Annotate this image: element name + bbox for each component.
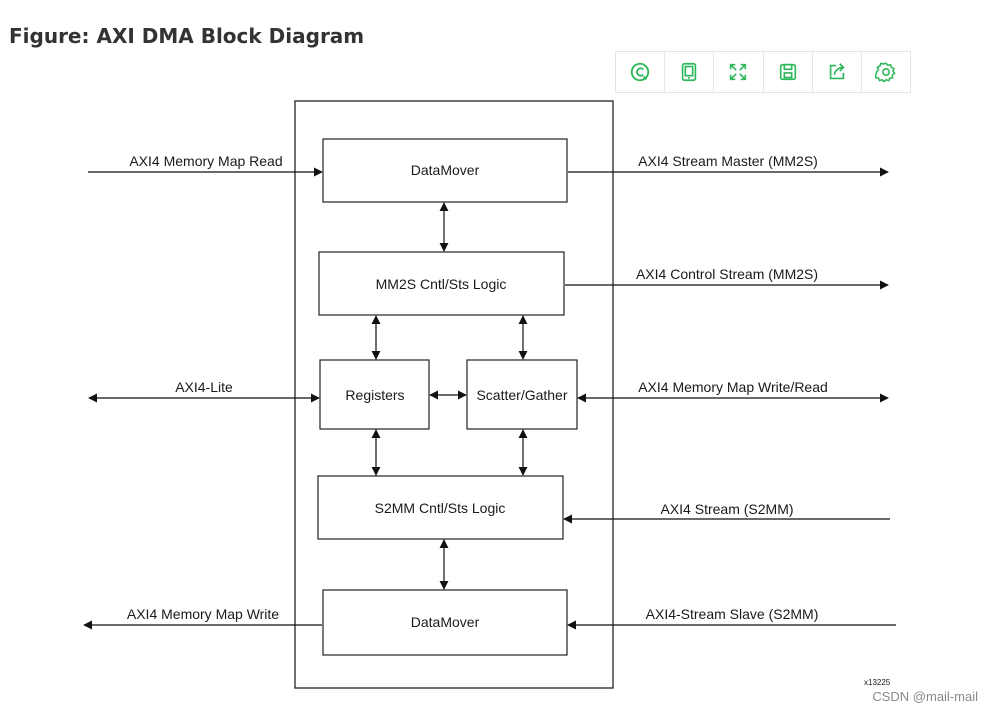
signal-mm-read-label: AXI4 Memory Map Read — [129, 153, 282, 169]
mm2s-logic-block — [318, 251, 565, 316]
signal-stream-master-label: AXI4 Stream Master (MM2S) — [638, 153, 818, 169]
figure-id: x13225 — [864, 678, 891, 687]
signal-stream-slave-label: AXI4-Stream Slave (S2MM) — [646, 606, 819, 622]
copyright-icon — [630, 62, 650, 82]
signal-mm-write-label: AXI4 Memory Map Write — [127, 606, 279, 622]
datamover-bottom-label: DataMover — [411, 614, 480, 630]
save-button[interactable] — [762, 52, 812, 92]
copyright-button[interactable] — [616, 52, 664, 92]
signal-control-stream-label: AXI4 Control Stream (MM2S) — [636, 266, 818, 282]
s2mm-logic-label: S2MM Cntl/Sts Logic — [375, 500, 506, 516]
datamover-top-label: DataMover — [411, 162, 480, 178]
image-toolbar — [615, 51, 911, 93]
datamover-top-block — [322, 138, 568, 203]
csdn-watermark: CSDN @mail-mail — [872, 689, 978, 704]
fullscreen-icon — [730, 63, 747, 81]
scatter-gather-label: Scatter/Gather — [476, 387, 567, 403]
datamover-bottom-block — [322, 589, 568, 656]
registers-block — [319, 359, 430, 430]
registers-label: Registers — [345, 387, 404, 403]
share-icon — [829, 63, 845, 80]
signal-axi4-lite-label: AXI4-Lite — [175, 379, 233, 395]
save-icon — [779, 63, 796, 81]
signal-stream-s2mm-label: AXI4 Stream (S2MM) — [660, 501, 793, 517]
tablet-icon — [682, 62, 697, 82]
fullscreen-button[interactable] — [713, 52, 762, 92]
settings-button[interactable] — [860, 52, 910, 92]
figure-title: Figure: AXI DMA Block Diagram — [9, 24, 365, 48]
settings-icon — [874, 62, 896, 83]
s2mm-logic-block — [317, 475, 564, 540]
scatter-gather-block — [466, 359, 578, 430]
signal-mm-write-read-label: AXI4 Memory Map Write/Read — [638, 379, 828, 395]
mm2s-logic-label: MM2S Cntl/Sts Logic — [376, 276, 507, 292]
tablet-view-button[interactable] — [664, 52, 713, 92]
share-button[interactable] — [811, 52, 861, 92]
